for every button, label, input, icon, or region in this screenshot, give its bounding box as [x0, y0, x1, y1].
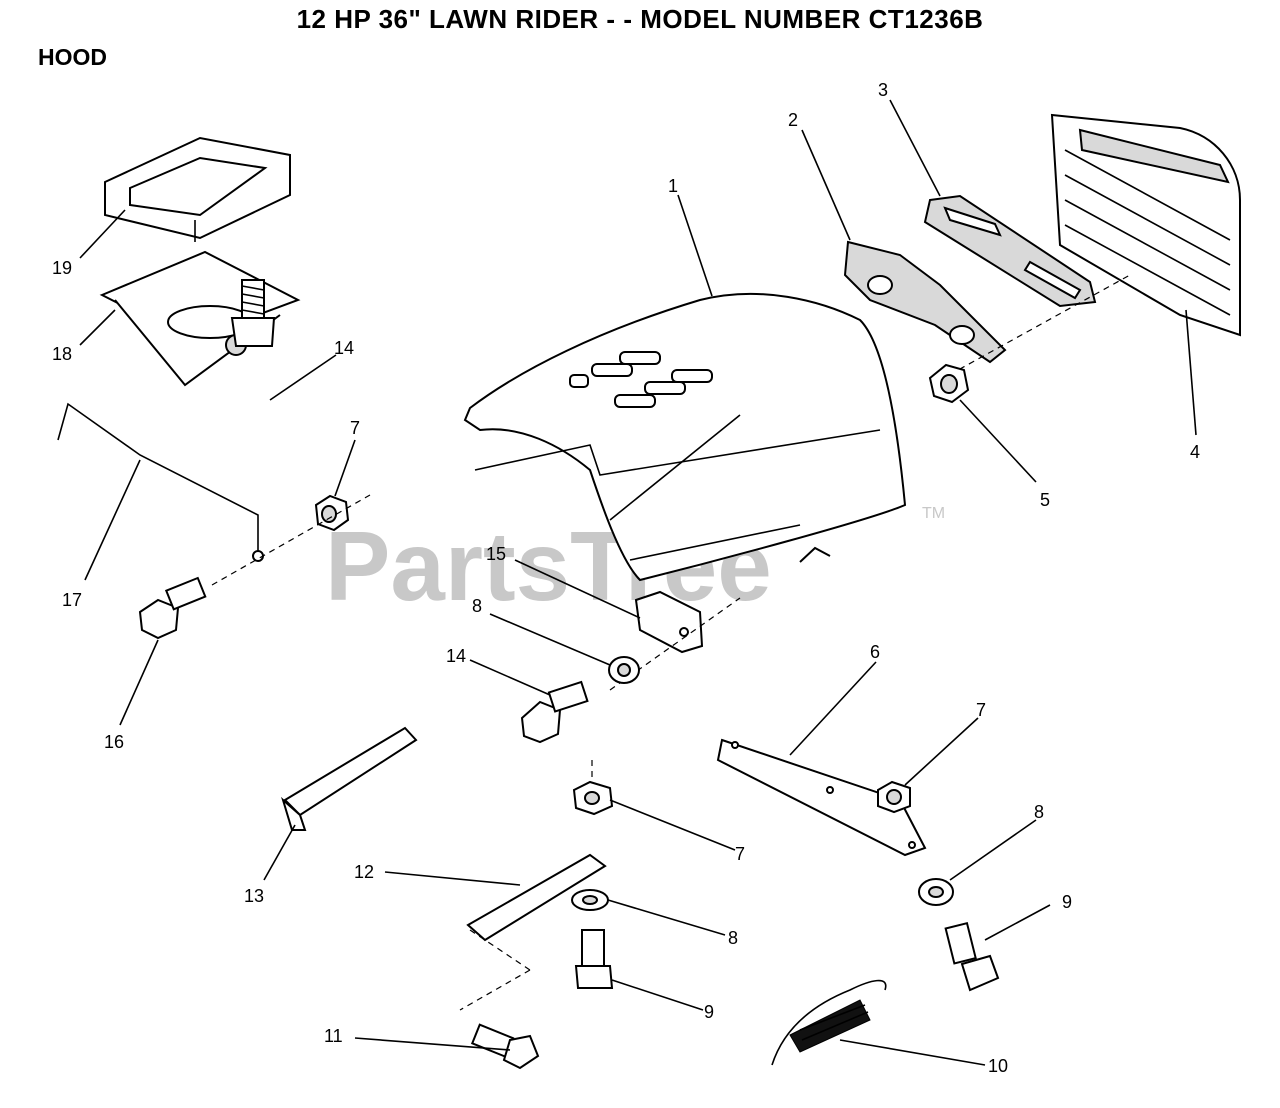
part-11-bolt[interactable] [470, 1023, 540, 1070]
callout-14-b: 14 [446, 646, 466, 666]
callout-13: 13 [244, 886, 264, 906]
callout-5: 5 [1040, 490, 1050, 510]
part-5-nut[interactable] [928, 363, 970, 404]
part-13-strap[interactable] [281, 726, 418, 831]
part-10-spring[interactable] [771, 979, 887, 1066]
callout-6: 6 [870, 642, 880, 662]
callout-3: 3 [878, 80, 888, 100]
callout-8-a: 8 [472, 596, 482, 616]
part-9-bolt-right[interactable] [944, 922, 1000, 992]
callout-14-a: 14 [334, 338, 354, 358]
part-3-plate[interactable] [923, 194, 1097, 308]
callout-19: 19 [52, 258, 72, 278]
callout-4: 4 [1190, 442, 1200, 462]
callout-1: 1 [668, 176, 678, 196]
callout-12: 12 [354, 862, 374, 882]
part-12-strap[interactable] [466, 853, 607, 942]
part-8-washer-upper[interactable] [608, 656, 640, 684]
section-label: HOOD [38, 44, 107, 70]
part-4-grille[interactable] [1050, 113, 1241, 337]
callout-8-b: 8 [728, 928, 738, 948]
part-8-washer-right[interactable] [918, 878, 954, 906]
callout-7-b: 7 [735, 844, 745, 864]
part-2-bracket[interactable] [843, 240, 1007, 364]
part-8-washer-middle[interactable] [571, 889, 609, 911]
callout-18: 18 [52, 344, 72, 364]
part-19-seal[interactable] [104, 136, 291, 242]
part-7-nut-right[interactable] [877, 780, 911, 814]
callout-8-c: 8 [1034, 802, 1044, 822]
callout-17: 17 [62, 590, 82, 610]
callout-11: 11 [324, 1026, 343, 1046]
part-9-bolt-middle[interactable] [574, 929, 614, 989]
callout-16: 16 [104, 732, 124, 752]
part-14-bolt-lower[interactable] [520, 680, 589, 744]
callout-2: 2 [788, 110, 798, 130]
part-16-bolt[interactable] [138, 576, 207, 640]
part-14-bolt-top[interactable] [230, 279, 276, 347]
diagram-title: 12 HP 36" LAWN RIDER - - MODEL NUMBER CT… [296, 4, 984, 34]
watermark-tm: TM [922, 505, 945, 522]
part-7-nut-middle[interactable] [572, 780, 614, 816]
callout-9-b: 9 [1062, 892, 1072, 912]
part-1-hood[interactable] [463, 292, 907, 582]
callout-9-a: 9 [704, 1002, 714, 1022]
part-17-rod[interactable] [57, 402, 264, 562]
callout-15: 15 [486, 544, 506, 564]
callout-7-c: 7 [976, 700, 986, 720]
callout-10: 10 [988, 1056, 1008, 1076]
part-6-bar[interactable] [716, 738, 927, 857]
callout-7-a: 7 [350, 418, 360, 438]
